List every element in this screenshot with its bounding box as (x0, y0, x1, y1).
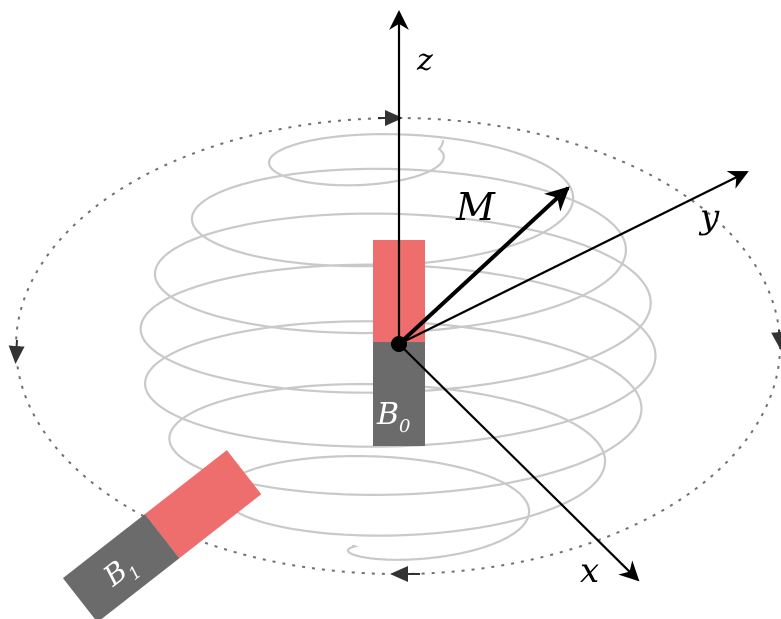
y-axis-label: y (698, 197, 720, 237)
magnetization-label: M (455, 185, 496, 229)
z-axis-label: z (416, 43, 433, 78)
orbit-direction-arrow-left (16, 340, 17, 356)
rf-magnet-b1: B1 (63, 450, 261, 619)
orbit-direction-arrow-right (779, 330, 780, 342)
origin-point (391, 336, 407, 352)
x-axis-label: x (580, 551, 599, 591)
